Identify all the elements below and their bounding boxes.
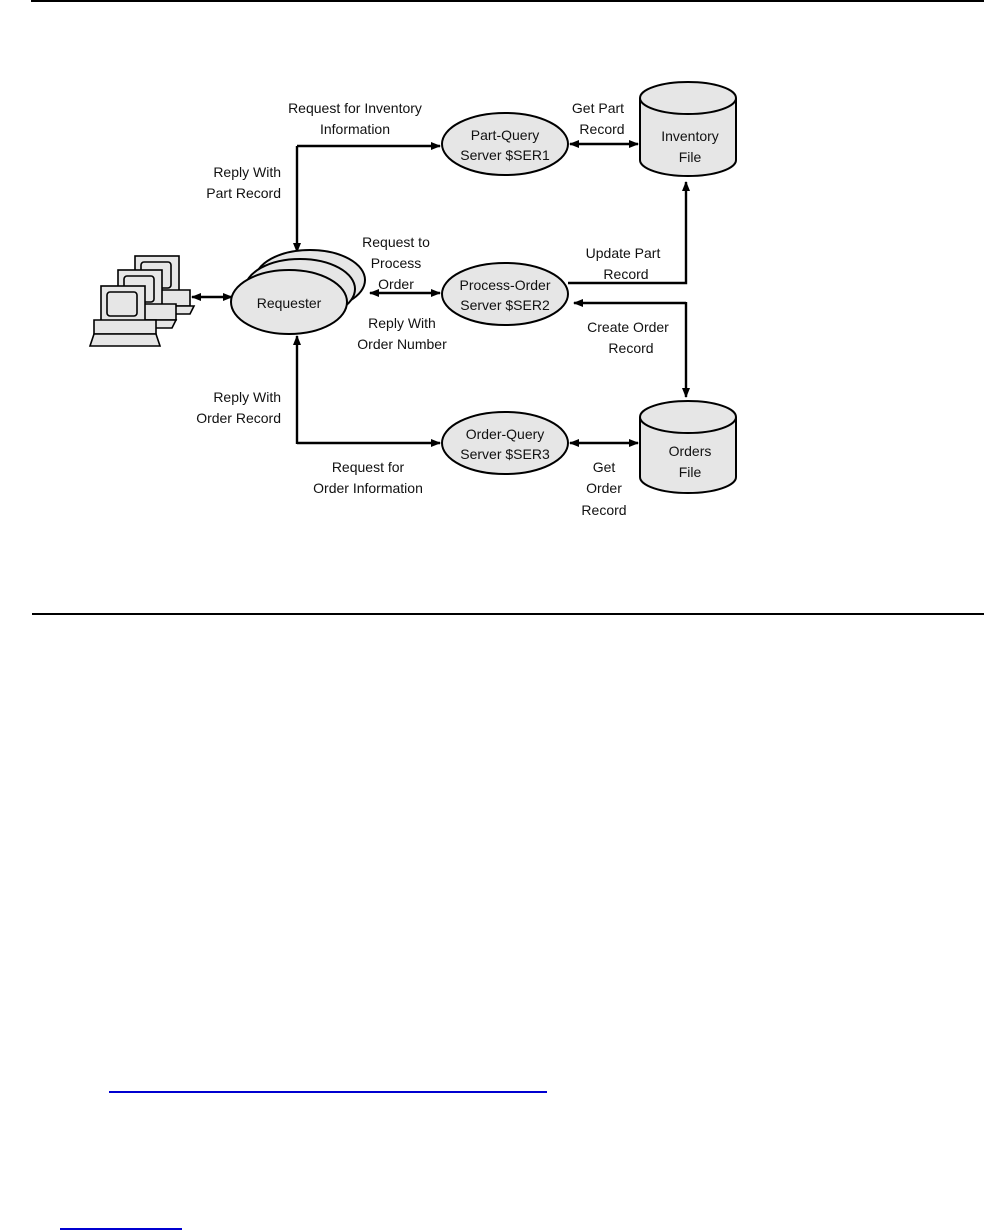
request-order-info-label-2: Order Information [313, 480, 423, 496]
request-process-order-label-3: Order [378, 276, 414, 292]
order-query-label-2: Server $SER3 [460, 446, 550, 462]
order-query-label-1: Order-Query [466, 426, 545, 442]
inventory-file-node [639, 81, 737, 177]
hyperlink-underline[interactable] [60, 1228, 182, 1230]
reply-part-record-label-1: Reply With [213, 164, 281, 180]
create-order-record-label-2: Record [608, 340, 653, 356]
part-query-server-node [441, 112, 569, 176]
process-order-label-1: Process-Order [459, 277, 550, 293]
get-order-record-label-3: Record [581, 502, 626, 518]
hyperlink-underline[interactable] [109, 1091, 547, 1093]
request-inventory-label-1: Request for Inventory [288, 100, 422, 116]
requester-label: Requester [257, 295, 322, 311]
part-query-label-1: Part-Query [471, 127, 539, 143]
get-part-record-label-2: Record [579, 121, 624, 137]
update-part-record-label-1: Update Part [586, 245, 661, 261]
top-rule [31, 0, 984, 2]
inventory-file-label-1: Inventory [661, 128, 719, 144]
get-part-record-label-1: Get Part [572, 100, 624, 116]
request-order-info-label-1: Request for [332, 459, 405, 475]
requester-node [230, 249, 366, 335]
reply-order-number-label-1: Reply With [368, 315, 436, 331]
orders-file-label-1: Orders [669, 443, 712, 459]
get-order-record-label-2: Order [586, 480, 622, 496]
create-order-record-label-1: Create Order [587, 319, 669, 335]
process-order-label-2: Server $SER2 [460, 297, 550, 313]
request-process-order-label-2: Process [371, 255, 422, 271]
reply-order-record-label-1: Reply With [213, 389, 281, 405]
bottom-rule [32, 613, 984, 615]
server-diagram: Requester Part-Query Server $SER1 Proces… [88, 81, 737, 518]
orders-file-node [639, 400, 737, 494]
orders-file-label-2: File [679, 464, 702, 480]
request-process-order-label-1: Request to [362, 234, 430, 250]
request-inventory-label-2: Information [320, 121, 390, 137]
get-order-record-label-1: Get [593, 459, 616, 475]
reply-order-number-label-2: Order Number [357, 336, 447, 352]
part-query-label-2: Server $SER1 [460, 147, 550, 163]
update-part-record-label-2: Record [603, 266, 648, 282]
process-order-server-node [441, 262, 569, 326]
reply-order-record-label-2: Order Record [196, 410, 281, 426]
inventory-file-label-2: File [679, 149, 702, 165]
update-part-record-arrow [568, 181, 690, 285]
order-query-server-node [441, 411, 569, 475]
terminals-icon [88, 255, 196, 347]
reply-part-record-label-2: Part Record [206, 185, 281, 201]
